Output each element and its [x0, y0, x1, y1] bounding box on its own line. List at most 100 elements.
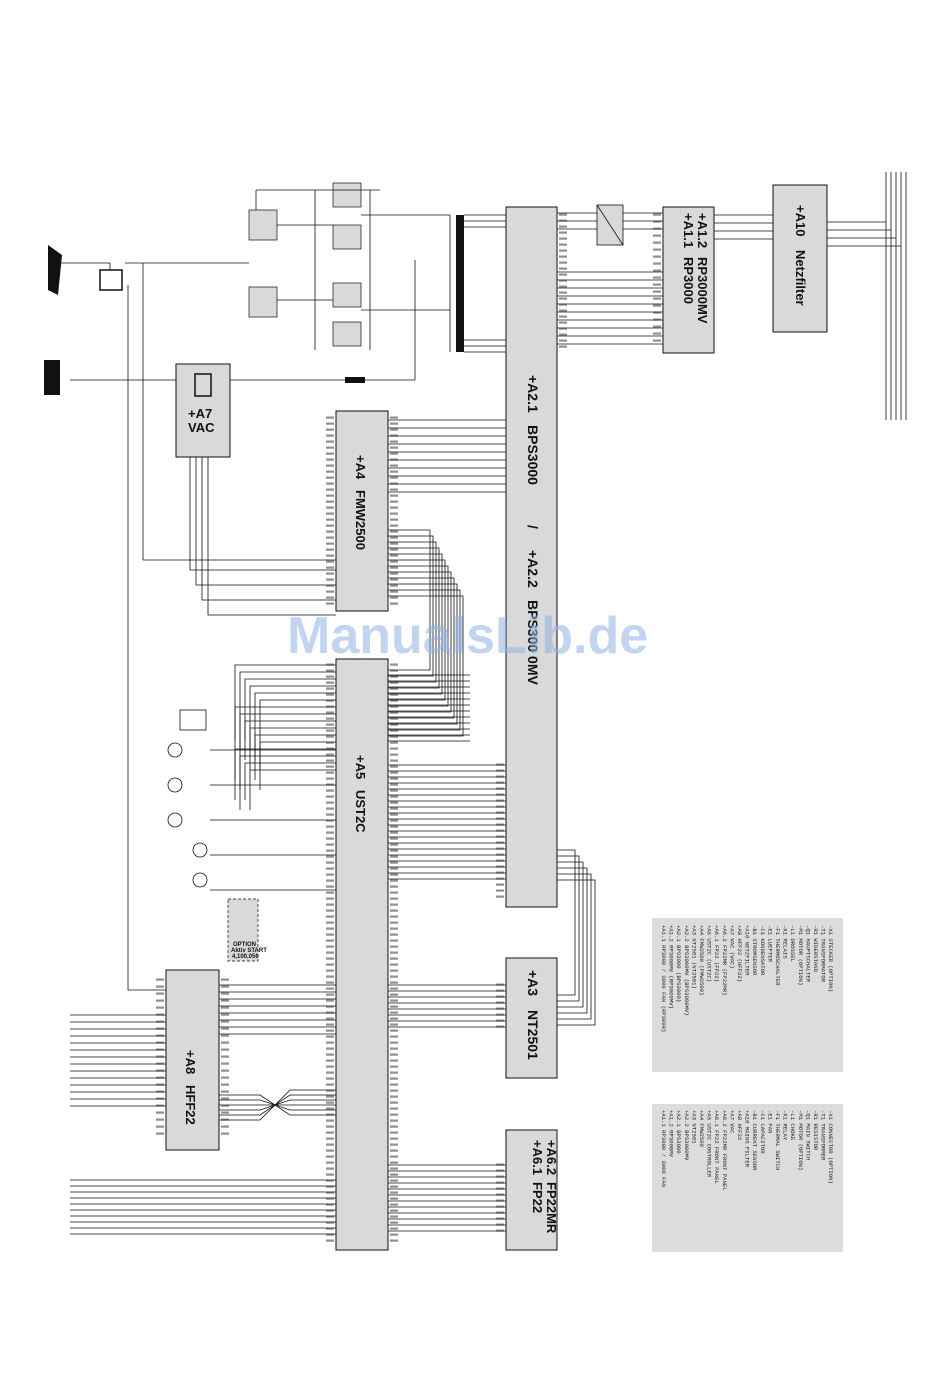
wire	[388, 577, 455, 719]
pin-label	[326, 1047, 334, 1050]
pin-label	[326, 699, 334, 702]
pin-label	[326, 969, 334, 972]
pin-label	[390, 560, 398, 563]
pin-label	[221, 1104, 229, 1107]
pin-label	[326, 494, 334, 497]
pin-label	[326, 711, 334, 714]
pin-label	[653, 304, 661, 307]
pin-label	[156, 1083, 164, 1086]
watermark-text: ManualsLib.de	[287, 607, 648, 665]
pin-label	[326, 1161, 334, 1164]
pin-label	[496, 1175, 504, 1178]
pin-label	[326, 1005, 334, 1008]
pin-label	[653, 269, 661, 272]
pin-label	[653, 227, 661, 230]
legend-line: +A1.2 RP3000MV (RP3000MV)	[668, 925, 675, 1009]
pin-label	[326, 957, 334, 960]
pin-label	[326, 765, 334, 768]
pin-label	[496, 1223, 504, 1226]
legend-line: +A1.1 RP3000 / 3000 FAN (RP3000)	[660, 925, 667, 1032]
pin-label	[390, 1161, 398, 1164]
pin-label	[326, 1059, 334, 1062]
pin-label	[326, 759, 334, 762]
pin-label	[653, 234, 661, 237]
legend-line: -X1 CONNECTOR (OPTION)	[827, 1110, 834, 1184]
a6-name1: FP22	[530, 1182, 545, 1213]
a1-name1: RP3000	[681, 257, 696, 304]
pin-label	[326, 524, 334, 527]
a2-tag1: +A2.1	[525, 375, 541, 413]
pin-label	[390, 572, 398, 575]
legend-line: +A2.1 BPS3000	[675, 1110, 682, 1154]
legend-line: +A7 VAC	[728, 1110, 735, 1134]
pin-labels	[156, 213, 661, 1242]
a3-name: NT2501	[525, 1010, 541, 1060]
pin-label	[326, 819, 334, 822]
pin-label	[156, 1090, 164, 1093]
pin-label	[326, 777, 334, 780]
pin-label	[326, 1167, 334, 1170]
pin-label	[390, 1059, 398, 1062]
pin-label	[326, 663, 334, 666]
a6-tag2: +A6.2	[544, 1140, 559, 1175]
pin-label	[390, 825, 398, 828]
pin-label	[390, 1017, 398, 1020]
pin-label	[390, 753, 398, 756]
pin-label	[496, 1199, 504, 1202]
pin-label	[390, 885, 398, 888]
wire	[249, 769, 336, 810]
wire	[557, 849, 576, 996]
pin-label	[326, 1095, 334, 1098]
legend-line: -L1 CHOKE	[789, 1110, 796, 1141]
a4-name: FMW2500	[353, 490, 368, 550]
legend-line: -K1 RELAIS	[782, 925, 789, 959]
pin-label	[390, 891, 398, 894]
pin-label	[221, 1013, 229, 1016]
wire	[388, 553, 443, 695]
pin-label	[390, 1047, 398, 1050]
pin-label	[390, 1071, 398, 1074]
pin-label	[221, 1034, 229, 1037]
pin-label	[653, 325, 661, 328]
pin-label	[326, 669, 334, 672]
pin-label	[326, 1125, 334, 1128]
pin-label	[326, 1173, 334, 1176]
pin-label	[326, 470, 334, 473]
wiring-lines	[44, 172, 907, 1235]
pin-label	[390, 723, 398, 726]
pin-label	[559, 321, 567, 324]
pin-label	[326, 717, 334, 720]
pin-label	[390, 524, 398, 527]
pin-label	[390, 951, 398, 954]
pin-label	[559, 339, 567, 342]
pin-label	[326, 1083, 334, 1086]
module-a3-nt2501: +A3 NT2501	[505, 957, 558, 1079]
pin-label	[496, 1013, 504, 1016]
pin-label	[326, 855, 334, 858]
pin-label	[390, 512, 398, 515]
pin-label	[496, 769, 504, 772]
pin-label	[326, 795, 334, 798]
igbt-module	[332, 182, 362, 208]
pin-label	[326, 1143, 334, 1146]
legend-line: +A2.2 BPS3000MV (BPS3000MV)	[683, 925, 690, 1016]
pin-label	[156, 978, 164, 981]
pin-label	[653, 248, 661, 251]
pin-label	[326, 1023, 334, 1026]
pin-label	[390, 831, 398, 834]
pin-label	[221, 999, 229, 1002]
pin-label	[156, 1048, 164, 1051]
pin-label	[496, 835, 504, 838]
transformer-core	[456, 215, 464, 352]
current-sensor	[99, 269, 123, 291]
pin-label	[326, 951, 334, 954]
legend-line: +A2.2 BPS3000MV	[683, 1110, 690, 1161]
pin-label	[653, 276, 661, 279]
pin-label	[496, 823, 504, 826]
pin-label	[559, 225, 567, 228]
pin-label	[559, 309, 567, 312]
pin-label	[390, 1107, 398, 1110]
pin-label	[559, 345, 567, 348]
pin-label	[496, 1007, 504, 1010]
pin-label	[221, 985, 229, 988]
